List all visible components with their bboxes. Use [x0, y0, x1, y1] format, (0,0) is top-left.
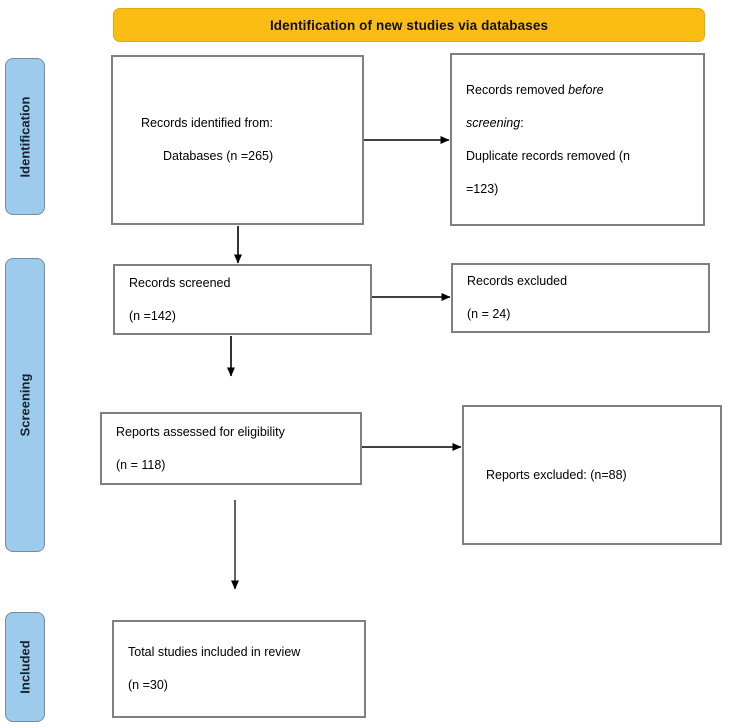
stage-rail-label-included: Included	[17, 640, 33, 694]
records-removed-line-3: Duplicate records removed (n	[466, 148, 630, 163]
included-total-line-2: (n =30)	[128, 678, 168, 693]
box-records-screened-text: Records screened (n =142)	[125, 258, 360, 341]
stage-rail-label-screening: Screening	[17, 373, 33, 437]
box-reports-excluded: Reports excluded: (n=88)	[462, 405, 722, 545]
records-removed-line-2-suffix: :	[520, 115, 524, 130]
records-identified-line-2: Databases (n =265)	[163, 149, 274, 164]
box-reports-assessed-eligibility: Reports assessed for eligibility (n = 11…	[100, 412, 362, 485]
stage-rail-screening: Screening	[5, 258, 45, 552]
phase-banner-label: Identification of new studies via databa…	[269, 17, 549, 33]
box-total-studies-included: Total studies included in review (n =30)	[112, 620, 366, 718]
box-records-identified-text: Records identified from: Databases (n =2…	[123, 99, 352, 182]
stage-rail-label-identification: Identification	[17, 96, 33, 177]
phase-banner-identification: Identification of new studies via databa…	[113, 8, 705, 42]
records-removed-line-2-emphasis: screening	[466, 115, 521, 130]
records-removed-line-2: screening:	[466, 115, 693, 132]
records-screened-line-1: Records screened	[129, 275, 231, 290]
box-records-excluded-text: Records excluded (n = 24)	[463, 257, 698, 340]
box-records-removed-text: Records removed before screening: Duplic…	[462, 65, 693, 214]
records-screened-line-2: (n =142)	[129, 308, 176, 323]
records-identified-line-1: Records identified from:	[141, 116, 274, 131]
records-removed-line-1-emphasis: before	[568, 82, 604, 97]
reports-excluded-line-1: Reports excluded: (n=88)	[486, 467, 627, 482]
stage-rail-identification: Identification	[5, 58, 45, 215]
box-reports-assessed-eligibility-text: Reports assessed for eligibility (n = 11…	[112, 407, 350, 490]
included-total-line-1: Total studies included in review	[128, 645, 301, 660]
eligibility-line-2: (n = 118)	[116, 457, 166, 472]
records-excluded-line-1: Records excluded	[467, 274, 568, 289]
box-records-excluded: Records excluded (n = 24)	[451, 263, 710, 333]
box-total-studies-included-text: Total studies included in review (n =30)	[124, 628, 354, 711]
records-removed-line-4: =123)	[466, 181, 499, 196]
records-removed-line-1: Records removed before	[466, 82, 693, 99]
records-excluded-line-2: (n = 24)	[467, 307, 511, 322]
box-reports-excluded-text: Reports excluded: (n=88)	[474, 450, 710, 500]
eligibility-line-1: Reports assessed for eligibility	[116, 424, 285, 439]
stage-rail-included: Included	[5, 612, 45, 722]
box-records-screened: Records screened (n =142)	[113, 264, 372, 335]
box-records-identified: Records identified from: Databases (n =2…	[111, 55, 364, 225]
box-records-removed: Records removed before screening: Duplic…	[450, 53, 705, 226]
records-removed-line-1-prefix: Records removed	[466, 82, 569, 97]
